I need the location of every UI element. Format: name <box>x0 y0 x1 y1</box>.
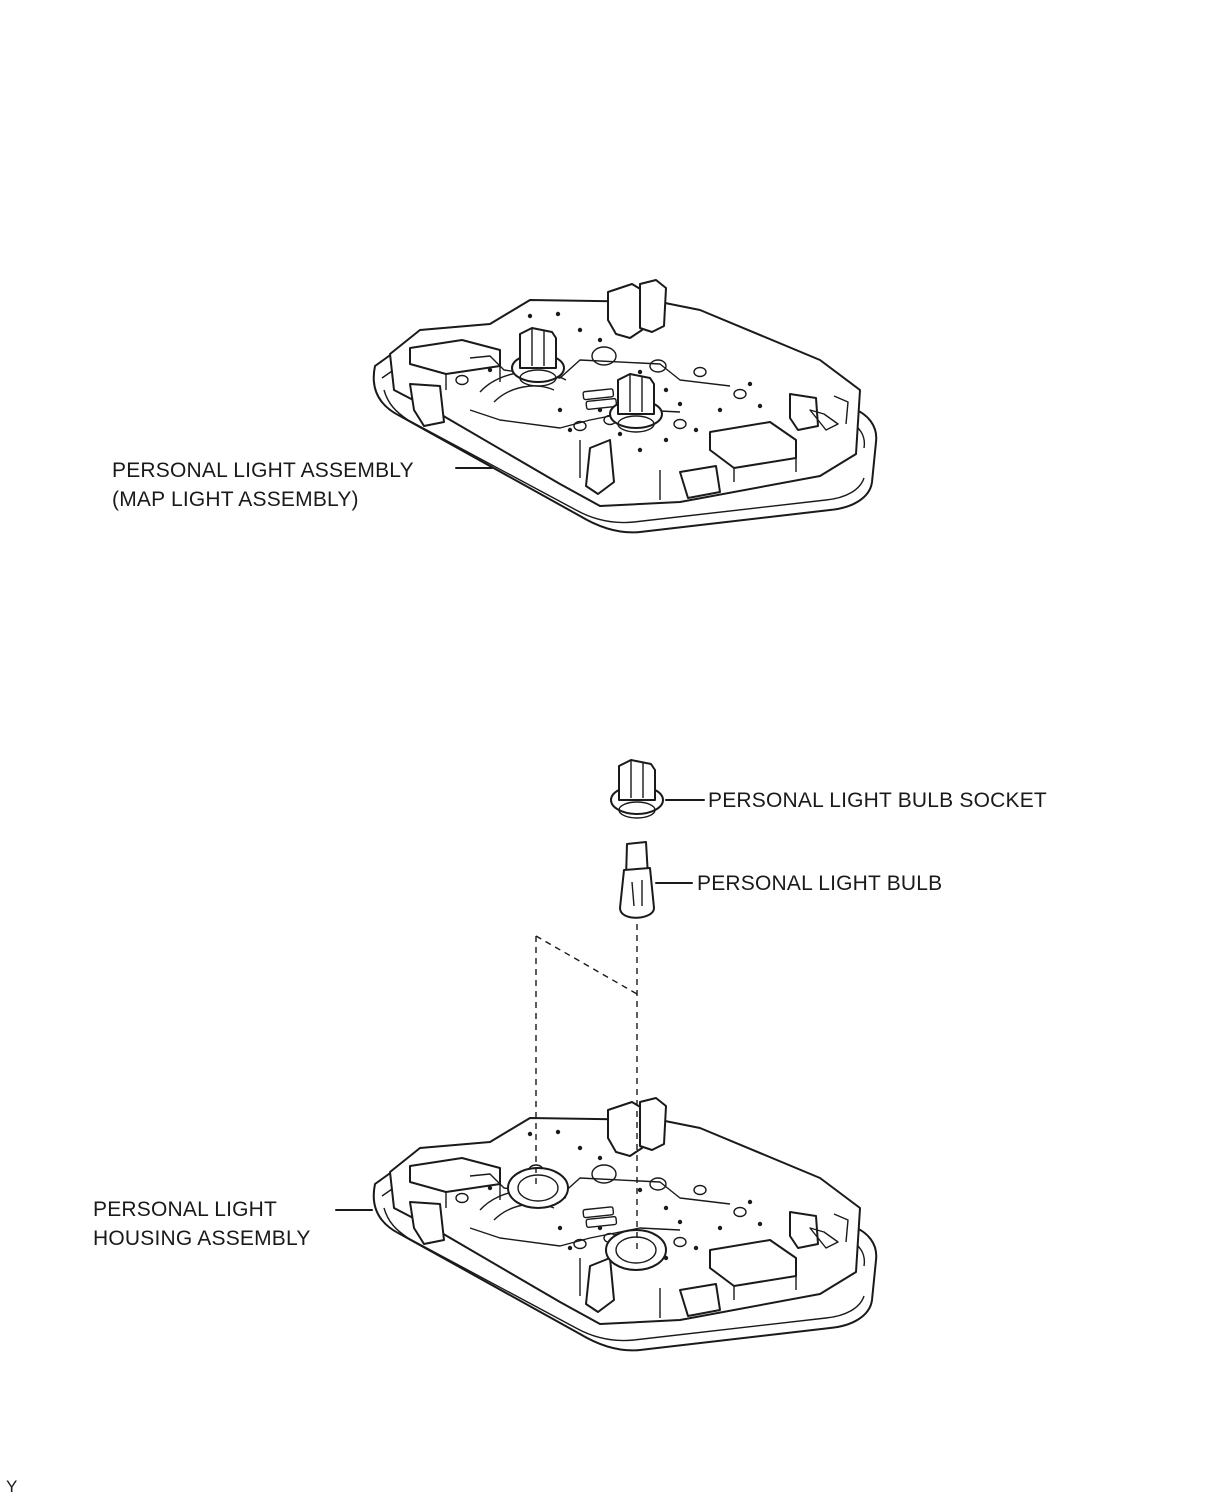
personal-light-assembly-drawing <box>372 279 878 534</box>
housing-label-line1: PERSONAL LIGHT <box>93 1198 278 1221</box>
bulb-drawing <box>619 841 655 919</box>
assembly-label-line2: (MAP LIGHT ASSEMBLY) <box>112 488 359 511</box>
assembly-label-line1: PERSONAL LIGHT ASSEMBLY <box>112 459 414 482</box>
leader-lines <box>335 467 705 1211</box>
corner-mark: Y <box>6 1477 18 1496</box>
bulb-socket-label: PERSONAL LIGHT BULB SOCKET <box>708 789 1047 812</box>
bulb-label: PERSONAL LIGHT BULB <box>697 872 943 895</box>
housing-label-line2: HOUSING ASSEMBLY <box>93 1227 311 1250</box>
bulb-socket-drawing <box>610 759 664 819</box>
installation-guide-lines <box>535 924 638 1250</box>
personal-light-housing-assembly-drawing <box>372 1097 878 1352</box>
